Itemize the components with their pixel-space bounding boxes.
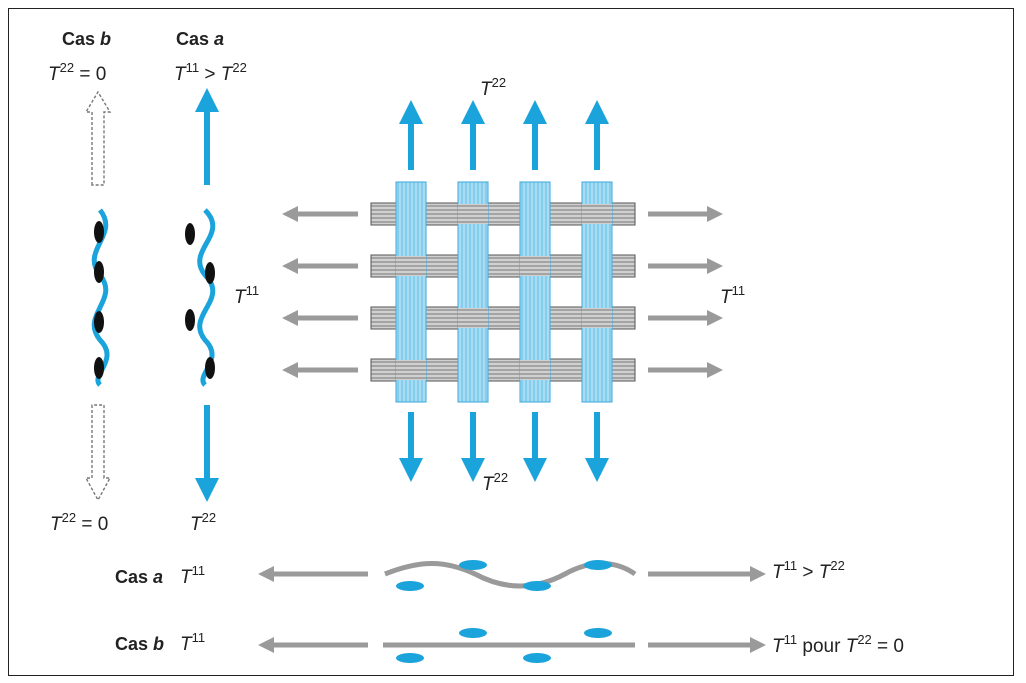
warp-cross-section [523, 653, 551, 663]
row-cas-a: Cas a T11 T11 > T22 [115, 558, 845, 591]
cas-b-column: Cas b T22 = 0 T22 = 0 [48, 29, 112, 535]
weft-over-crossing [582, 204, 612, 224]
cas-a-top-label: Cas a [176, 29, 224, 49]
warp-cross-section [459, 560, 487, 570]
cross-yarn-dot [94, 357, 104, 379]
row-cas-a-label: Cas a [115, 567, 163, 587]
warp-tension-arrows [399, 100, 609, 482]
weft-over-crossing [520, 360, 550, 380]
cross-yarn-dot [94, 221, 104, 243]
weft-over-crossing [520, 256, 550, 276]
diagram-frame [8, 8, 1014, 676]
row-cas-b-label: Cas b [115, 634, 164, 654]
weft-over-crossing [396, 360, 426, 380]
cross-yarn-dot [185, 309, 195, 331]
warp-cross-section [396, 581, 424, 591]
cross-yarn-dot [205, 262, 215, 284]
cas-b-top-equation: T22 = 0 [48, 60, 106, 85]
weft-over-crossing [582, 308, 612, 328]
right-t11-label: T11 [720, 283, 745, 308]
left-t11-label: T11 [234, 283, 259, 308]
cas-b-top-label: Cas b [62, 29, 111, 49]
cross-yarn-dot [205, 357, 215, 379]
weft-over-crossing [458, 204, 488, 224]
bottom-t22-label: T22 [482, 470, 508, 495]
cross-yarn-dot [185, 223, 195, 245]
warp-cross-section [523, 581, 551, 591]
row-cas-b: Cas b T11 T11 pour T22 = 0 [115, 628, 904, 663]
weft-yarn [370, 254, 636, 278]
row-cas-b-t11: T11 [180, 630, 205, 655]
hollow-arrow-down-icon [84, 404, 112, 502]
cross-yarn-dot [94, 261, 104, 283]
weft-yarn [370, 202, 636, 226]
top-t22-label: T22 [480, 75, 506, 100]
weft-yarn [370, 358, 636, 382]
cas-a-column: Cas a T11 > T22 T22 T11 [174, 29, 259, 535]
weft-tension-arrows [281, 205, 724, 379]
row-cas-b-equation: T11 pour T22 = 0 [772, 632, 904, 657]
warp-cross-section [396, 653, 424, 663]
cross-yarn-dot [94, 311, 104, 333]
weft-yarn [370, 306, 636, 330]
warp-cross-section [584, 560, 612, 570]
hollow-arrow-up-icon [84, 90, 112, 186]
warp-cross-section [584, 628, 612, 638]
warp-cross-section [459, 628, 487, 638]
weft-over-crossing [396, 256, 426, 276]
row-cas-a-t11: T11 [180, 563, 205, 588]
cas-b-bottom-equation: T22 = 0 [50, 510, 108, 535]
weft-over-crossing [458, 308, 488, 328]
row-cas-a-equation: T11 > T22 [772, 558, 845, 583]
cas-a-top-equation: T11 > T22 [174, 60, 247, 85]
woven-fabric [370, 181, 636, 403]
cas-a-bottom-t22: T22 [190, 510, 216, 535]
